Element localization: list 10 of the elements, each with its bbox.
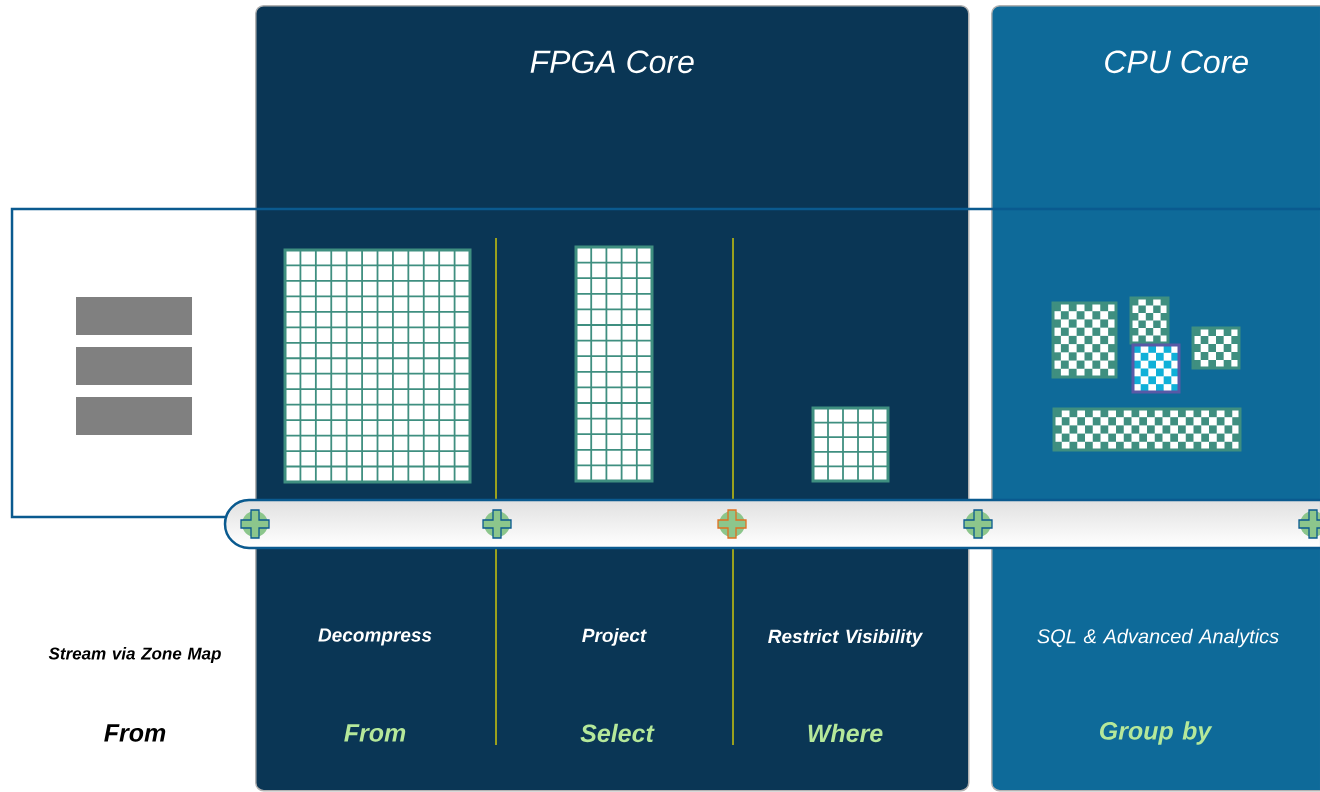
caption-text: Decompress [318,628,432,646]
caption-text: Select [580,723,655,743]
caption-text: Stream via Zone Map [48,647,221,663]
caption-text: SQL & Advanced Analytics [1037,628,1279,648]
caption-text: Group by [1100,721,1213,745]
caption-text: Project [582,628,647,646]
caption-text: Where [808,723,883,743]
caption-text: From [104,724,166,742]
caption-text: Restrict Visibility [768,629,924,647]
caption-text: From [344,724,406,742]
